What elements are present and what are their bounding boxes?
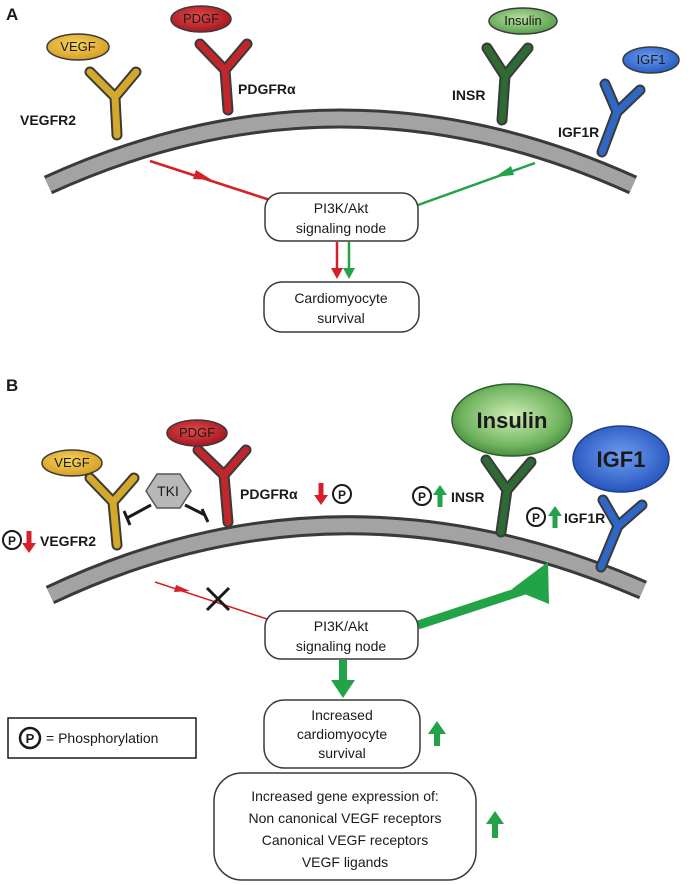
pdgf-ligand: PDGF: [166, 419, 228, 447]
svg-text:survival: survival: [318, 745, 365, 761]
svg-text:P: P: [26, 731, 35, 746]
tki-inhibit-pdgfra: [184, 503, 210, 523]
cardiomyocyte-survival-box: Cardiomyocyte survival: [263, 281, 420, 333]
svg-text:Cardiomyocyte: Cardiomyocyte: [294, 290, 388, 306]
svg-text:IGF1: IGF1: [637, 52, 666, 67]
pi3k-akt-node: PI3K/Akt signaling node: [264, 192, 419, 242]
panel-a-label: A: [6, 5, 18, 24]
svg-text:P: P: [418, 490, 426, 504]
svg-text:signaling node: signaling node: [296, 638, 387, 654]
vegfr2-phospho-down: P: [2, 530, 36, 553]
vegfr2-receptor: [84, 66, 142, 141]
svg-text:Insulin: Insulin: [477, 408, 548, 433]
insr-receptor: [481, 42, 534, 126]
insr-receptor: [480, 454, 537, 538]
svg-text:VEGF: VEGF: [54, 455, 89, 470]
insulin-signal-arrowhead: [495, 166, 514, 177]
pdgfra-label: PDGFRα: [240, 486, 298, 502]
panel-b-label: B: [6, 376, 18, 395]
svg-text:Non canonical VEGF receptors: Non canonical VEGF receptors: [249, 810, 442, 826]
tki-inhibitor: TKI: [145, 473, 192, 509]
svg-text:signaling node: signaling node: [296, 220, 387, 236]
pdgf-signal-line: [154, 581, 271, 621]
svg-text:IGF1: IGF1: [597, 447, 646, 472]
phosphorylation-legend: P = Phosphorylation: [7, 717, 197, 759]
insulin-ligand: Insulin: [451, 383, 573, 457]
pdgfra-phospho-down: P: [314, 483, 352, 505]
vegf-ligand: VEGF: [46, 33, 110, 61]
svg-text:P: P: [338, 488, 346, 502]
svg-text:cardiomyocyte: cardiomyocyte: [297, 726, 387, 742]
insr-label: INSR: [452, 87, 485, 103]
pi3k-akt-node: PI3K/Akt signaling node: [264, 610, 419, 660]
igf1-ligand: IGF1: [622, 46, 680, 74]
svg-text:P: P: [532, 511, 540, 525]
svg-text:PI3K/Akt: PI3K/Akt: [314, 618, 369, 634]
vegfr2-receptor: [84, 472, 140, 551]
svg-text:P: P: [8, 534, 16, 548]
insr-label: INSR: [451, 489, 484, 505]
svg-text:survival: survival: [317, 310, 364, 326]
increased-survival-box: Increased cardiomyocyte survival: [263, 699, 421, 769]
svg-text:Increased gene expression of:: Increased gene expression of:: [251, 788, 439, 804]
insulin-signal-arrowhead: [512, 562, 549, 604]
svg-text:Increased: Increased: [311, 707, 372, 723]
svg-text:VEGF ligands: VEGF ligands: [302, 854, 388, 870]
pdgf-signal-line: [149, 159, 271, 202]
tki-inhibit-vegfr2: [122, 503, 152, 526]
svg-text:PI3K/Akt: PI3K/Akt: [314, 200, 369, 216]
survival-up-arrow: [428, 721, 446, 746]
svg-text:VEGF: VEGF: [60, 39, 95, 54]
vegfr2-label: VEGFR2: [40, 533, 96, 549]
svg-text:= Phosphorylation: = Phosphorylation: [46, 730, 158, 746]
insulin-ligand: Insulin: [488, 7, 558, 35]
igf1r-label: IGF1R: [558, 124, 599, 140]
pdgf-signal-arrowhead: [193, 170, 212, 180]
svg-text:Canonical VEGF receptors: Canonical VEGF receptors: [262, 832, 429, 848]
pdgf-ligand: PDGF: [170, 5, 232, 33]
pdgf-signal-arrowhead: [174, 585, 190, 592]
igf1r-receptor: [595, 494, 648, 573]
cell-membrane: [45, 111, 636, 192]
gene-expression-box: Increased gene expression of: Non canoni…: [213, 772, 477, 881]
blocked-x-icon: [205, 586, 231, 612]
insulin-signal-line: [417, 161, 536, 207]
igf1-ligand: IGF1: [572, 425, 670, 493]
svg-text:TKI: TKI: [157, 483, 179, 499]
cell-membrane: [47, 518, 646, 602]
pdgfra-receptor: [192, 444, 252, 528]
vegfr2-label: VEGFR2: [20, 112, 76, 128]
svg-text:PDGF: PDGF: [179, 425, 215, 440]
gene-expression-up-arrow: [486, 811, 504, 838]
pdgfra-receptor: [194, 38, 253, 116]
igf1r-label: IGF1R: [564, 510, 605, 526]
svg-text:Insulin: Insulin: [504, 13, 542, 28]
svg-text:PDGF: PDGF: [183, 11, 219, 26]
vegf-ligand: VEGF: [41, 449, 103, 477]
pdgfra-label: PDGFRα: [238, 81, 296, 97]
igf1r-phospho-up: P: [526, 506, 562, 528]
insr-phospho-up: P: [412, 485, 447, 507]
igf1r-receptor: [596, 78, 646, 158]
